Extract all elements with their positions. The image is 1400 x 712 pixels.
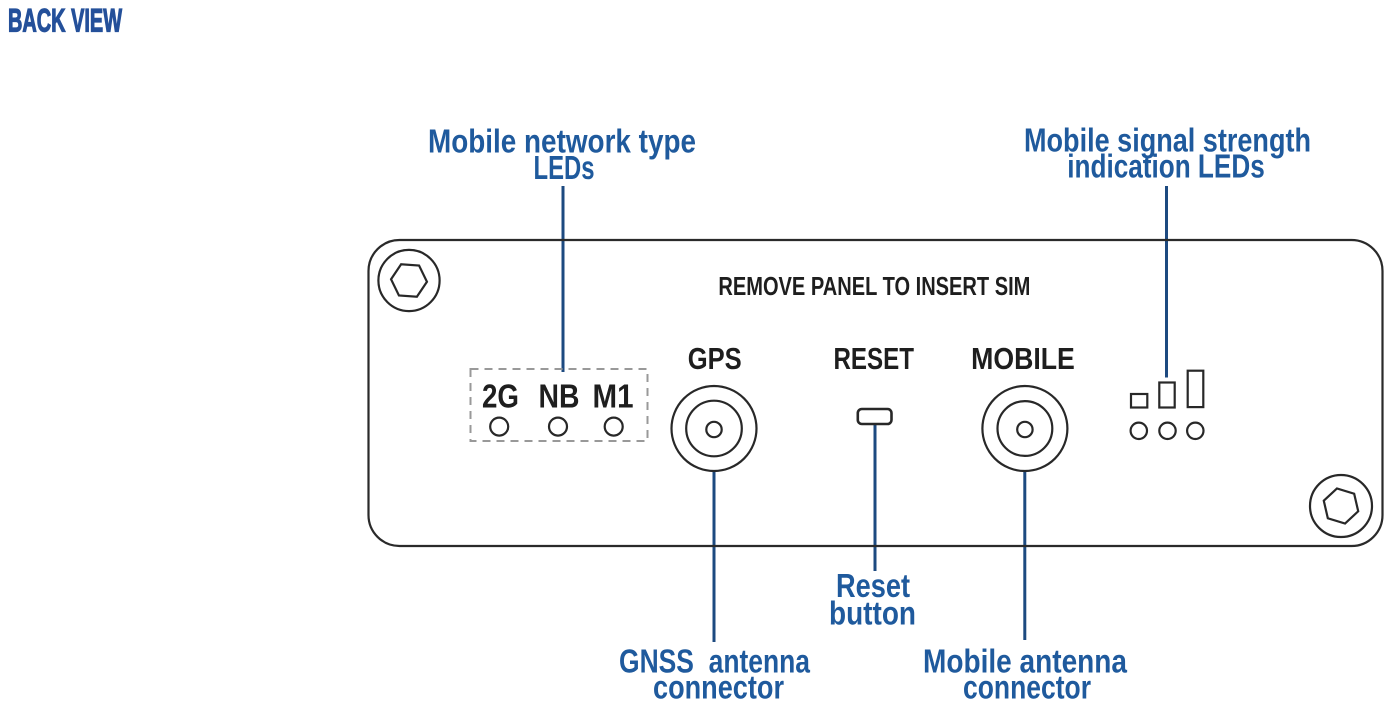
svg-text:indication LEDs: indication LEDs <box>1067 148 1265 185</box>
svg-text:Reset: Reset <box>836 567 910 604</box>
svg-text:BACK VIEW: BACK VIEW <box>8 3 122 39</box>
svg-text:Mobile antenna: Mobile antenna <box>923 642 1128 679</box>
svg-text:RESET: RESET <box>833 341 914 376</box>
svg-text:2G: 2G <box>482 378 519 415</box>
svg-text:GNSS antenna: GNSS antenna <box>619 642 811 679</box>
svg-text:LEDs: LEDs <box>534 149 595 186</box>
svg-text:Mobile network type: Mobile network type <box>428 123 696 160</box>
svg-text:NB: NB <box>539 378 580 415</box>
svg-text:M1: M1 <box>593 378 634 415</box>
svg-text:REMOVE PANEL TO INSERT SIM: REMOVE PANEL TO INSERT SIM <box>718 271 1030 301</box>
svg-text:connector: connector <box>653 669 784 706</box>
svg-text:Mobile signal strength: Mobile signal strength <box>1024 122 1311 159</box>
svg-text:MOBILE: MOBILE <box>971 341 1075 376</box>
svg-text:GPS: GPS <box>688 341 742 376</box>
svg-text:button: button <box>829 595 916 632</box>
svg-text:connector: connector <box>963 669 1091 706</box>
